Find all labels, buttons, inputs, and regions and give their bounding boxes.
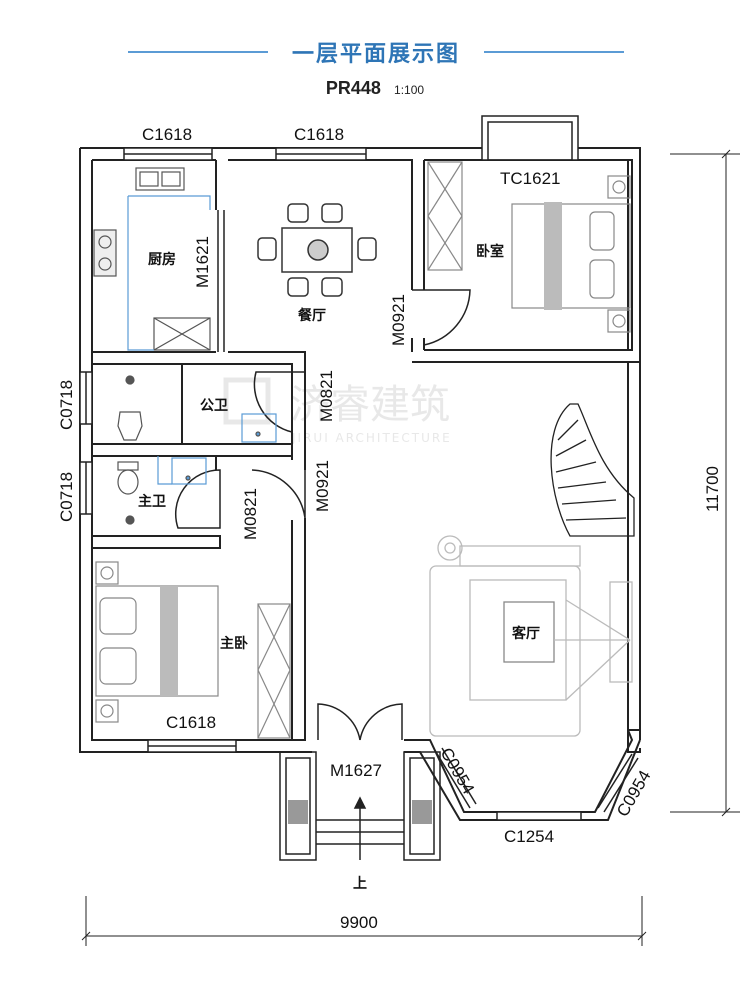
window-label-dining: C1618 <box>294 125 344 144</box>
watermark-cn: 济睿建筑 <box>290 382 450 428</box>
dimension-width: 9900 <box>340 913 378 932</box>
room-label-kitchen: 厨房 <box>148 251 176 268</box>
page-title: 一层平面展示图 <box>291 42 460 67</box>
entrance-steps <box>279 751 441 861</box>
door-label-public-bath: M0821 <box>317 370 336 422</box>
entrance-door-right <box>359 703 403 741</box>
living-furniture <box>429 535 633 737</box>
window-label-kitchen: C1618 <box>142 125 192 144</box>
bedroom-door <box>412 289 471 346</box>
dimension-lines <box>81 149 740 946</box>
stairs <box>550 403 635 537</box>
room-label-bedroom: 卧室 <box>476 243 504 260</box>
entrance-door-left <box>317 703 361 741</box>
room-label-dining: 餐厅 <box>297 307 326 324</box>
dimension-height: 11700 <box>703 466 722 512</box>
window-label-master-bed: C1618 <box>166 713 216 732</box>
title-line-left <box>128 51 268 53</box>
door-label-bedroom: M0921 <box>389 294 408 346</box>
door-label-master-bath: M0821 <box>241 488 260 540</box>
dining-table <box>257 203 377 297</box>
window-label-public-bath: C0718 <box>57 380 76 430</box>
master-bath-door <box>174 469 221 529</box>
plan-code: PR448 <box>325 78 381 98</box>
bay-windows <box>435 747 639 813</box>
window-label-bedroom: TC1621 <box>500 169 560 188</box>
door-label-kitchen: M1621 <box>193 236 212 288</box>
bath-fixtures <box>117 375 277 525</box>
room-label-master-bed: 主卧 <box>220 635 248 652</box>
room-label-living: 客厅 <box>511 625 540 642</box>
bedroom-bay-window <box>481 115 579 161</box>
window-frames <box>79 115 582 821</box>
watermark-logo <box>223 377 271 425</box>
master-bed-furniture <box>95 561 291 739</box>
living-bottom-window <box>496 811 582 821</box>
plan-subtitle: PR448 1:100 <box>0 78 750 99</box>
kitchen-fixtures <box>93 167 211 351</box>
door-label-entrance: M1627 <box>330 761 382 780</box>
doors <box>174 210 471 741</box>
watermark-en: JIRUI ARCHITECTURE <box>291 431 452 445</box>
public-bath-door <box>253 371 305 433</box>
room-label-public-bath: 公卫 <box>200 398 228 414</box>
title-row: 一层平面展示图 <box>0 36 750 68</box>
window-label-living: C1254 <box>504 827 554 846</box>
door-label-master-bed: M0921 <box>313 460 332 512</box>
master-bed-door <box>251 469 306 519</box>
plan-scale: 1:100 <box>394 83 425 97</box>
title-line-right <box>484 51 624 53</box>
window-label-master-bath: C0718 <box>57 472 76 522</box>
stairs-up-label: 上 <box>353 876 367 892</box>
bedroom-furniture <box>427 161 631 333</box>
room-label-master-bath: 主卫 <box>138 493 166 510</box>
watermark: 济睿建筑 JIRUI ARCHITECTURE <box>223 377 452 445</box>
